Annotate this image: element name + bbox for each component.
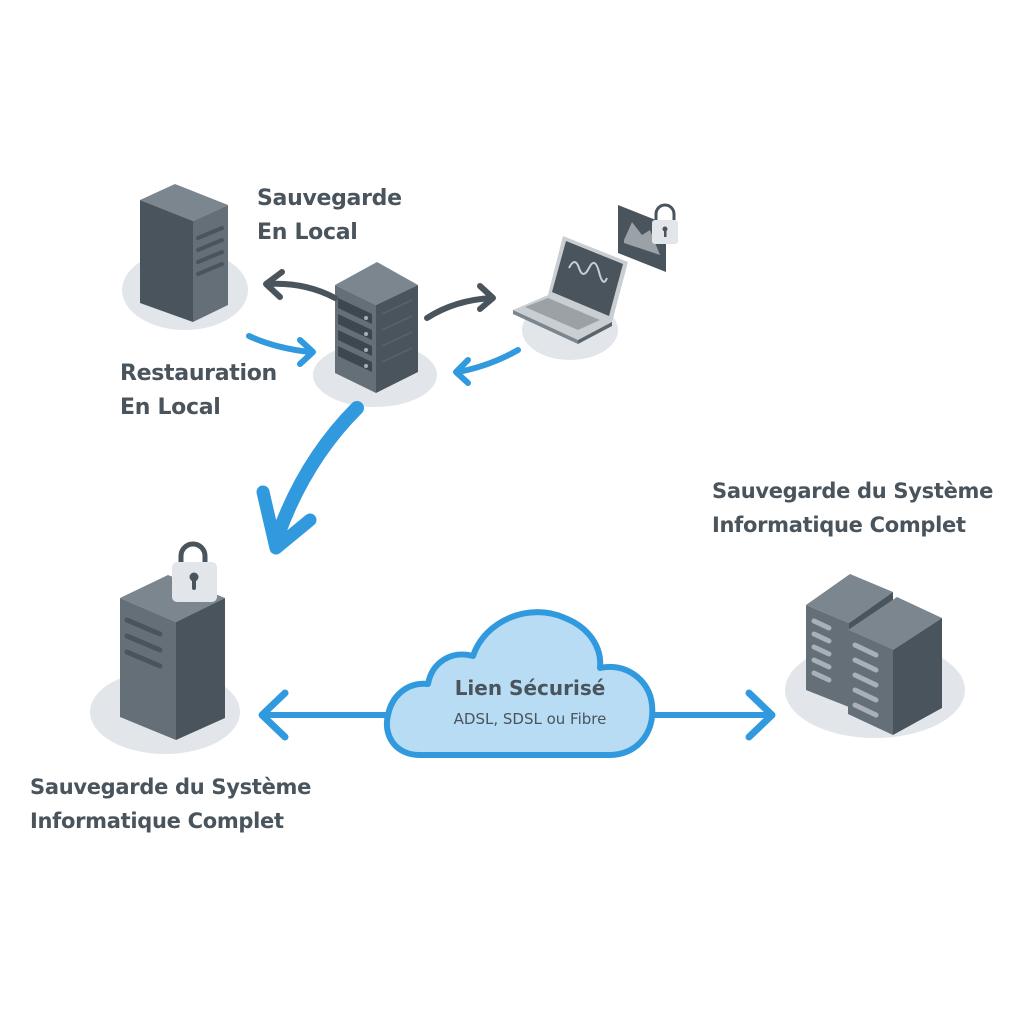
- locked-server-icon: [120, 541, 225, 740]
- secure-link-title: Lien Sécurisé: [454, 676, 606, 700]
- remote-transfer-arrow: [256, 401, 364, 555]
- datacenter-node: [785, 574, 965, 738]
- local-full-backup-label-line2: Informatique Complet: [30, 809, 284, 833]
- local-backup-arrow-right: [424, 283, 496, 321]
- remote-full-backup-label: Sauvegarde du Système Informatique Compl…: [712, 474, 993, 542]
- secure-link-cloud: [383, 609, 656, 758]
- datacenter-servers-icon: [806, 574, 942, 735]
- nas-node: [313, 262, 437, 407]
- server-tower-icon: [140, 184, 228, 322]
- laptop-node: [513, 236, 628, 360]
- local-full-backup-label-line1: Sauvegarde du Système: [30, 775, 312, 799]
- local-backup-label-line2: En Local: [257, 220, 358, 245]
- padlock-icon: [172, 541, 217, 602]
- laptop-icon: [513, 236, 628, 344]
- secure-chart-lock-icon: [618, 203, 678, 272]
- local-restore-label: Restauration En Local: [120, 357, 277, 425]
- local-restore-arrow-left: [246, 333, 316, 367]
- secured-server-node: [90, 541, 240, 754]
- secure-data-node: [618, 203, 678, 272]
- local-restore-label-line1: Restauration: [120, 361, 277, 386]
- nas-server-icon: [335, 262, 418, 393]
- cloud-icon: [383, 609, 656, 758]
- remote-full-backup-label-line1: Sauvegarde du Système: [712, 479, 994, 503]
- local-restore-arrow-right: [453, 347, 521, 386]
- local-restore-label-line2: En Local: [120, 395, 221, 420]
- local-full-backup-label: Sauvegarde du Système Informatique Compl…: [30, 770, 311, 838]
- local-backup-label: Sauvegarde En Local: [257, 182, 402, 250]
- remote-full-backup-label-line2: Informatique Complet: [712, 513, 966, 537]
- local-server-node: [122, 184, 248, 330]
- local-backup-label-line1: Sauvegarde: [257, 186, 402, 211]
- local-backup-arrow-left: [263, 269, 338, 301]
- secure-link-subtitle: ADSL, SDSL ou Fibre: [453, 710, 607, 728]
- secure-link-arrow: [258, 689, 776, 741]
